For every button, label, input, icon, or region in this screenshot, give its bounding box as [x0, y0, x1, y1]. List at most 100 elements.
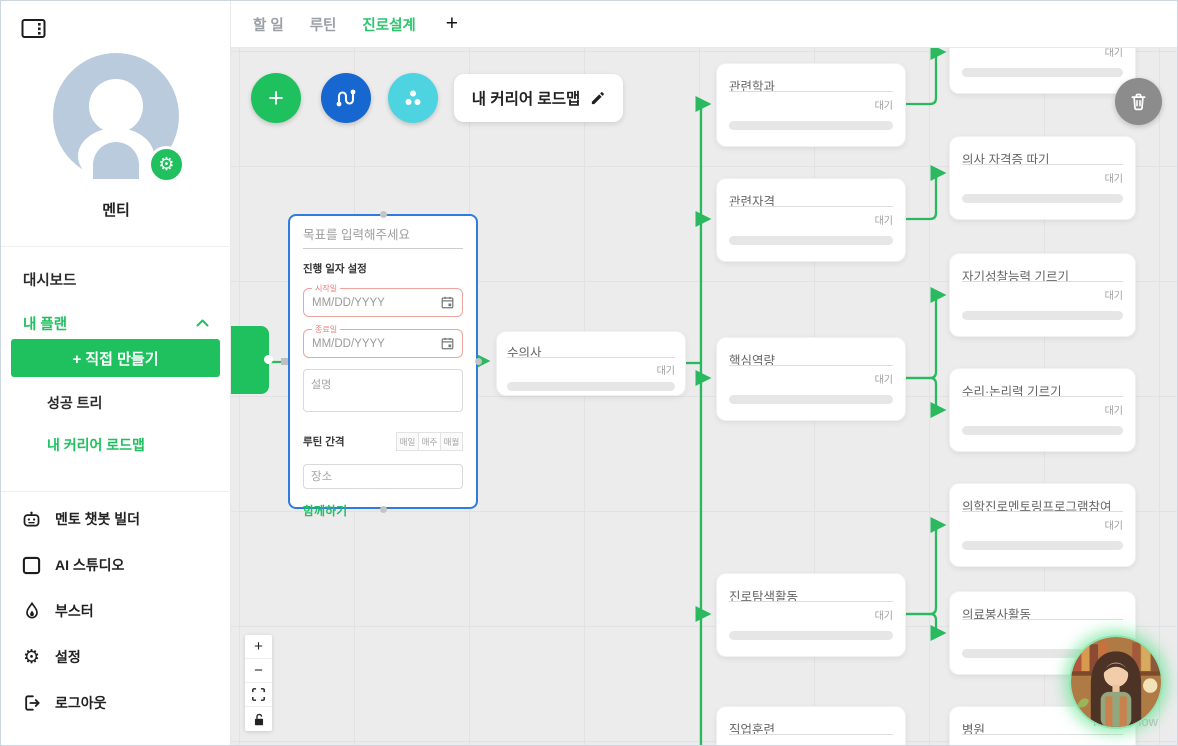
canvas-controls: + −	[245, 635, 272, 731]
flow-node-top-clipped[interactable]: 대기	[949, 48, 1136, 94]
route-icon	[336, 89, 356, 107]
date-section-label: 진행 일자 설정	[303, 263, 367, 275]
add-node-button[interactable]: +	[251, 73, 301, 123]
sidebar-divider	[1, 246, 231, 247]
end-date-field[interactable]: 종료일	[303, 324, 463, 358]
square-icon	[21, 555, 42, 576]
routine-interval-label: 루틴 간격	[303, 436, 345, 448]
route-layout-button[interactable]	[321, 73, 371, 123]
node-title: 자기성찰능력 기르기	[962, 266, 1123, 282]
flow-node-related-departments[interactable]: 관련학과 대기	[716, 63, 906, 147]
add-tab-button[interactable]: +	[445, 12, 459, 35]
tab-career-design[interactable]: 진로설계	[362, 17, 416, 34]
cluster-view-button[interactable]	[388, 73, 438, 123]
place-input[interactable]	[303, 464, 463, 489]
footer-item-label: 로그아웃	[55, 695, 107, 711]
profile-settings-gear-icon[interactable]: ⚙	[148, 146, 185, 183]
status-badge: 대기	[1104, 521, 1123, 532]
sidebar-item-career-roadmap[interactable]: 내 커리어 로드맵	[47, 437, 145, 453]
fit-view-button[interactable]	[245, 683, 272, 707]
node-title: 진로탐색활동	[729, 586, 893, 602]
flow-node-self-reflection[interactable]: 자기성찰능력 기르기 대기	[949, 253, 1136, 337]
node-title: 핵심역량	[729, 350, 893, 366]
flow-node-math-logic[interactable]: 수리·논리력 기르기 대기	[949, 368, 1136, 452]
sidebar-toggle-icon[interactable]	[21, 18, 47, 40]
flow-node-career-exploration[interactable]: 진로탐색활동 대기	[716, 573, 906, 657]
start-date-label: 시작일	[312, 283, 341, 294]
goal-title-input[interactable]	[303, 226, 463, 249]
together-link[interactable]: 함께하기	[303, 504, 348, 518]
footer-item-label: 멘토 챗봇 빌더	[55, 511, 141, 527]
sidebar-item-logout[interactable]: 로그아웃	[1, 683, 231, 723]
lock-button[interactable]	[245, 707, 272, 731]
sidebar-item-mento-chatbot-builder[interactable]: 멘토 챗봇 빌더	[1, 499, 231, 539]
description-textarea[interactable]	[303, 369, 463, 412]
mento-avatar[interactable]	[1069, 635, 1163, 729]
profile-name: 멘티	[102, 202, 130, 219]
goal-form-node[interactable]: 진행 일자 설정 시작일 종료일 루틴 간격 매일 매주 매월	[288, 214, 478, 518]
sidebar-item-my-plan[interactable]: 내 플랜	[1, 301, 231, 345]
zoom-out-button[interactable]: −	[245, 659, 272, 683]
delete-node-button[interactable]	[1115, 78, 1162, 125]
start-date-input[interactable]	[312, 296, 441, 309]
logout-icon	[21, 693, 42, 714]
root-stub-node[interactable]	[231, 326, 269, 394]
progress-bar	[729, 121, 893, 130]
tab-bar: 할 일 루틴 진로설계 +	[231, 1, 1177, 48]
progress-bar	[962, 649, 1123, 658]
routine-monthly-button[interactable]: 매월	[440, 432, 463, 451]
status-badge: 대기	[1104, 48, 1123, 59]
roadmap-title: 내 커리어 로드맵	[471, 91, 581, 108]
routine-daily-button[interactable]: 매일	[396, 432, 419, 451]
status-badge: 대기	[1104, 406, 1123, 417]
sidebar-item-dashboard[interactable]: 대시보드	[23, 272, 77, 289]
trash-icon	[1131, 93, 1146, 111]
status-badge: 대기	[656, 366, 675, 377]
progress-bar	[962, 426, 1123, 435]
flow-node-medical-volunteer[interactable]: 의료봉사활동	[949, 591, 1136, 675]
node-handle[interactable]	[380, 506, 387, 513]
footer-item-label: AI 스튜디오	[55, 557, 125, 573]
sidebar-item-ai-studio[interactable]: AI 스튜디오	[1, 545, 231, 585]
sidebar-divider	[1, 491, 231, 492]
flow-node-mentoring-program[interactable]: 의학진로멘토링프로그램참여 대기	[949, 483, 1136, 567]
person-icon	[53, 53, 179, 184]
node-handle[interactable]	[380, 211, 387, 218]
profile-avatar[interactable]: ⚙	[53, 53, 185, 184]
node-title: 의학진로멘토링프로그램참여	[962, 496, 1123, 512]
roadmap-title-pill[interactable]: 내 커리어 로드맵	[454, 74, 623, 122]
flow-node-core-competencies[interactable]: 핵심역량 대기	[716, 337, 906, 421]
progress-bar	[962, 194, 1123, 203]
node-title: 의료봉사활동	[962, 604, 1123, 620]
robot-icon	[21, 509, 42, 530]
sidebar-item-settings[interactable]: ⚙ 설정	[1, 637, 231, 677]
status-badge: 대기	[1104, 291, 1123, 302]
calendar-icon[interactable]	[441, 296, 454, 309]
node-handle[interactable]	[475, 358, 482, 365]
sidebar-item-booster[interactable]: 부스터	[1, 591, 231, 631]
edge-handle[interactable]	[281, 358, 288, 365]
routine-interval-segmented: 매일 매주 매월	[396, 432, 463, 451]
progress-bar	[962, 541, 1123, 550]
end-date-input[interactable]	[312, 337, 441, 350]
zoom-in-button[interactable]: +	[245, 635, 272, 659]
flow-node-veterinarian[interactable]: 수의사 대기	[496, 331, 686, 396]
node-handle[interactable]	[264, 355, 273, 364]
flow-node-doctor-license[interactable]: 의사 자격증 따기 대기	[949, 136, 1136, 220]
flow-node-related-certifications[interactable]: 관련자격 대기	[716, 178, 906, 262]
start-date-field[interactable]: 시작일	[303, 283, 463, 317]
flow-node-job-training[interactable]: 직업훈련	[716, 706, 906, 745]
pencil-icon[interactable]	[590, 91, 605, 106]
status-badge: 대기	[874, 101, 893, 112]
tab-todo[interactable]: 할 일	[253, 17, 284, 34]
routine-weekly-button[interactable]: 매주	[418, 432, 441, 451]
calendar-icon[interactable]	[441, 337, 454, 350]
gear-icon: ⚙	[22, 646, 41, 668]
node-title: 의사 자격증 따기	[962, 149, 1123, 165]
progress-bar	[729, 395, 893, 404]
tab-routine[interactable]: 루틴	[309, 17, 337, 34]
flow-canvas[interactable]: + 내 커리어 로드맵 진행 일자 설정 시작일	[231, 48, 1177, 745]
create-plan-button[interactable]: + 직접 만들기	[11, 339, 220, 377]
sidebar-item-success-tree[interactable]: 성공 트리	[47, 395, 103, 411]
